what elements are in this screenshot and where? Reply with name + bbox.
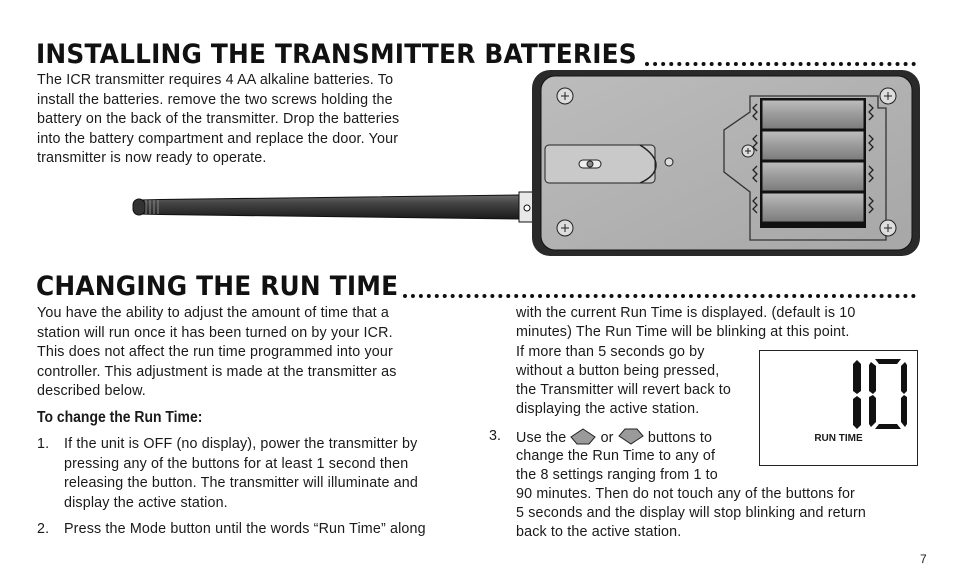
step-2-continued: displaying the active station. [516,401,700,417]
antenna [132,191,534,223]
up-arrow-button-icon [570,428,597,445]
subheading: To change the Run Time: [37,409,203,426]
step-2-continued: with the current Run Time is displayed. … [516,305,856,321]
step-3-continued: back to the active station. [516,524,682,540]
step-2-continued: If more than 5 seconds go by [516,344,705,360]
page-number: 7 [920,552,927,566]
run-time-label: RUN TIME [814,433,863,444]
heading-installing-batteries: INSTALLING THE TRANSMITTER BATTERIES [36,34,916,68]
heading-text: INSTALLING THE TRANSMITTER BATTERIES [36,39,637,70]
lcd-digits-text: 10 [840,357,842,358]
step-2-continued: minutes) The Run Time will be blinking a… [516,324,850,340]
heading-leader-dots [402,294,916,298]
step-3-continued: change the Run Time to any of [516,448,716,464]
lcd-digits: 10 [840,357,907,429]
step-number: 2. [37,521,50,537]
battery-compartment [752,98,874,228]
down-arrow-button-icon [617,428,644,445]
step-text: If the unit is OFF (no display), power t… [64,436,418,511]
heading-changing-run-time: CHANGING THE RUN TIME [36,266,916,300]
step-3-continued: the 8 settings ranging from 1 to [516,467,718,483]
batteries-paragraph: The ICR transmitter requires 4 AA alkali… [37,72,400,167]
step-2-continued: the Transmitter will revert back to [516,382,732,398]
step-3-continued: 5 seconds and the display will stop blin… [516,505,866,521]
step-text: Press the Mode button until the words “R… [64,521,426,537]
heading-leader-dots [645,62,916,66]
step-2-continued: without a button being pressed, [516,363,720,379]
step-number: 1. [37,436,50,452]
screw-icons [556,87,897,237]
transmitter-illustration [132,70,920,256]
step-3-continued: 90 minutes. Then do not touch any of the… [516,486,855,502]
heading-text: CHANGING THE RUN TIME [36,271,399,302]
step-3-line: Use the or buttons to [516,428,713,446]
run-time-paragraph: You have the ability to adjust the amoun… [37,305,397,400]
run-time-display: 10 RUN TIME [759,350,918,466]
step-3-number: 3. [489,428,501,444]
